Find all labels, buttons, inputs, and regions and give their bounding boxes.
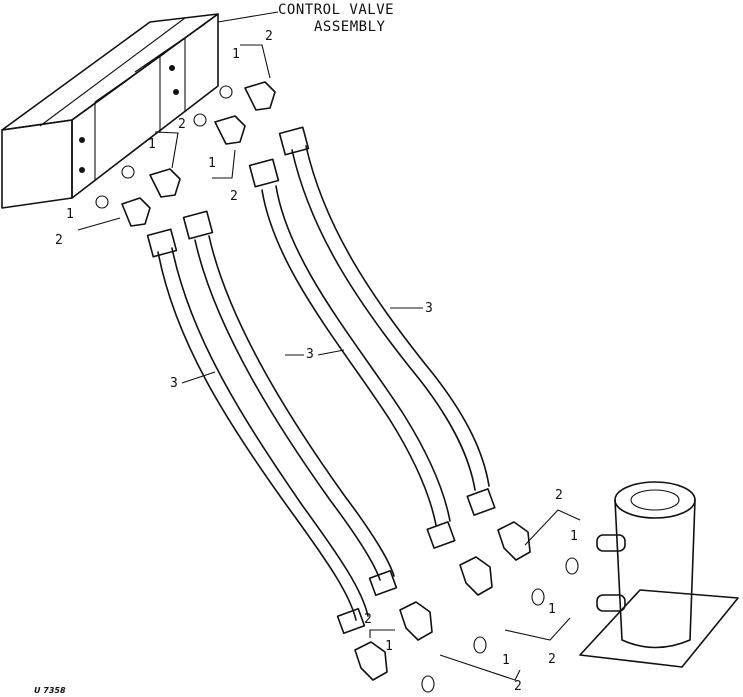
callout-elbow-fitting: 2	[548, 652, 556, 667]
hose-c	[248, 158, 456, 549]
hydraulic-cylinder	[579, 481, 739, 668]
callout-elbow-fitting: 2	[230, 189, 238, 204]
hose-d	[278, 126, 496, 516]
callout-elbow-fitting: 2	[265, 29, 273, 44]
callout-o-ring: 1	[148, 137, 156, 152]
callout-elbow-fitting: 2	[178, 117, 186, 132]
control-valve-title-line1: CONTROL VALVE	[278, 2, 394, 18]
callout-o-ring: 1	[66, 207, 74, 222]
callout-hose: 3	[425, 301, 433, 316]
callout-elbow-fitting: 2	[364, 612, 372, 627]
callout-o-ring: 1	[570, 529, 578, 544]
callouts: 2 1 2 1 1 2 1 2 3 3 3 2 1 1 2 2 1 1 2	[55, 29, 581, 694]
callout-hose: 3	[306, 347, 314, 362]
callout-elbow-fitting: 2	[555, 488, 563, 503]
hose-a	[146, 228, 369, 635]
callout-hose: 3	[170, 376, 178, 391]
callout-elbow-fitting: 2	[55, 233, 63, 248]
upper-elbow-fittings	[95, 81, 276, 227]
control-valve-title-line2: ASSEMBLY	[314, 19, 386, 35]
callout-o-ring: 1	[385, 639, 393, 654]
callout-o-ring: 1	[548, 602, 556, 617]
control-valve-assembly	[1, 11, 279, 209]
hose-b	[182, 210, 398, 597]
callout-elbow-fitting: 2	[514, 679, 522, 694]
callout-o-ring: 1	[502, 653, 510, 668]
callout-o-ring: 1	[208, 156, 216, 171]
callout-o-ring: 1	[232, 47, 240, 62]
lower-elbow-fittings	[354, 521, 579, 693]
figure-code: U 7358	[34, 686, 66, 695]
